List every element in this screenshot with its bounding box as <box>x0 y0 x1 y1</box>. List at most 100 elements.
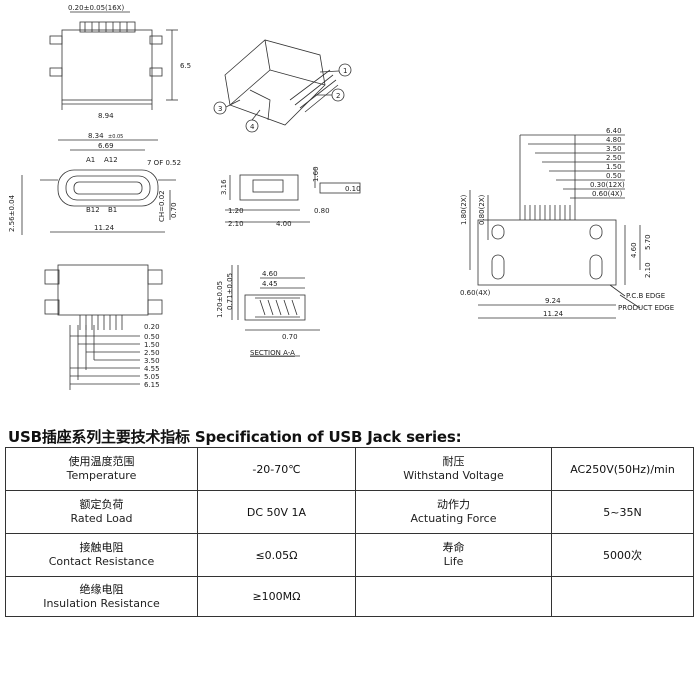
dim-4-60r: 4.60 <box>630 242 638 258</box>
spec-value-cell <box>551 576 694 617</box>
side-view-drawing <box>225 168 361 223</box>
dim-4-80: 4.80 <box>606 136 622 144</box>
dim-5-70: 5.70 <box>644 234 652 250</box>
dim-2-10: 2.10 <box>228 220 244 228</box>
spec-value-cell: -20-70℃ <box>197 447 356 491</box>
dim-2-50r: 2.50 <box>606 154 622 162</box>
dim-3-50: 3.50 <box>144 357 160 365</box>
bottom-view-drawing <box>44 264 163 390</box>
spec-value-cell: AC250V(50Hz)/min <box>551 447 694 491</box>
label-zh: 寿命 <box>442 541 465 554</box>
pin-a1: A1 <box>86 156 95 164</box>
label-en: Rated Load <box>70 512 133 525</box>
pin-b1: B1 <box>108 206 117 214</box>
label-zh: 使用温度范围 <box>68 455 135 468</box>
label-en: Life <box>443 555 464 568</box>
dim-0-20b: 0.20 <box>144 323 160 331</box>
dim-height: 6.5 <box>180 62 191 70</box>
dim-2-56: 2.56±0.04 <box>8 194 16 232</box>
spec-value-cell: 5~35N <box>551 490 694 534</box>
label-zh: 绝缘电阻 <box>79 582 124 596</box>
dim-0-60-bottom: 0.60(4X) <box>460 289 491 297</box>
section-drawing <box>231 265 320 357</box>
dim-4-00: 4.00 <box>276 220 292 228</box>
dim-5-05: 5.05 <box>144 373 160 381</box>
dim-2-10r: 2.10 <box>644 262 652 278</box>
dim-0-71-sec: 0.71±0.05 <box>226 273 234 310</box>
dim-4-45-sec: 4.45 <box>262 280 278 288</box>
dim-4-60-sec: 4.60 <box>262 270 278 278</box>
dim-flat: 0.10 <box>345 185 361 193</box>
isometric-drawing <box>213 39 352 133</box>
dim-6-15: 6.15 <box>144 381 160 389</box>
callout-2: 2 <box>336 92 340 100</box>
label-en: Insulation Resistance <box>43 596 160 610</box>
technical-drawings: 0.20±0.05(16X) 6.5 8.94 1 2 3 4 8.34 ±0.… <box>8 4 674 390</box>
dim-1-50: 1.50 <box>144 341 160 349</box>
section-label: SECTION A-A <box>250 349 295 357</box>
spec-title: USB插座系列主要技术指标 Specification of USB Jack … <box>8 428 462 446</box>
pcb-footprint-drawing <box>469 134 641 319</box>
pin-a12: A12 <box>104 156 118 164</box>
label-zh: 额定负荷 <box>79 498 124 511</box>
dim-11-24a: 11.24 <box>94 224 115 232</box>
label-zh: 动作力 <box>437 498 470 511</box>
dim-6-40: 6.40 <box>606 127 622 135</box>
label-en: Contact Resistance <box>48 555 155 568</box>
dim-0-60-top: 0.60(4X) <box>592 190 623 198</box>
label-en: Withstand Voltage <box>403 469 504 482</box>
label-en: Actuating Force <box>410 512 497 525</box>
dim-1-60: 1.60 <box>312 166 320 182</box>
dim-4-55: 4.55 <box>144 365 160 373</box>
spec-value-cell: ≥100MΩ <box>197 576 356 617</box>
dim-9-24: 9.24 <box>545 297 561 305</box>
dim-1-50r: 1.50 <box>606 163 622 171</box>
product-edge-label: PRODUCT EDGE <box>618 304 674 312</box>
pin-b12: B12 <box>86 206 100 214</box>
dim-width: 8.94 <box>98 112 114 120</box>
callout-3: 3 <box>218 105 222 113</box>
label-zh: 耐压 <box>442 455 465 468</box>
dim-pin-pitch: 0.20±0.05(16X) <box>68 4 124 12</box>
dim-0-80r: 0.80(2X) <box>478 194 486 225</box>
dim-1-80: 1.80(2X) <box>460 194 468 225</box>
callout-1: 1 <box>343 67 347 75</box>
label-en: Temperature <box>66 469 137 482</box>
dim-11-24b: 11.24 <box>543 310 564 318</box>
dim-8-34-tol: ±0.05 <box>108 134 123 140</box>
spec-label-cell <box>355 576 552 617</box>
dim-0-80: 0.80 <box>314 207 330 215</box>
dim-0-50: 0.50 <box>144 333 160 341</box>
dim-ch: CH=0.02 <box>158 190 166 222</box>
dim-3-50r: 3.50 <box>606 145 622 153</box>
spec-value-cell: ≤0.05Ω <box>197 533 356 577</box>
dim-6-69: 6.69 <box>98 142 114 150</box>
callout-4: 4 <box>250 123 255 131</box>
dim-0-30: 0.30(12X) <box>590 181 625 189</box>
top-view-drawing <box>49 11 178 110</box>
dim-8-34: 8.34 <box>88 132 104 140</box>
spec-value-cell: DC 50V 1A <box>197 490 356 534</box>
dim-1-20-sec: 1.20±0.05 <box>216 281 224 318</box>
dim-0-70a: 0.70 <box>170 202 178 218</box>
spec-value-cell: 5000次 <box>551 533 694 577</box>
dim-0-50r: 0.50 <box>606 172 622 180</box>
dim-3-16: 3.16 <box>220 179 228 195</box>
dim-0-70-sec: 0.70 <box>282 333 298 341</box>
pcb-edge-label: P.C.B EDGE <box>626 292 665 300</box>
label-zh: 接触电阻 <box>79 541 124 554</box>
dim-1-20: 1.20 <box>228 207 244 215</box>
front-view-drawing <box>21 139 176 235</box>
dim-2-50: 2.50 <box>144 349 160 357</box>
